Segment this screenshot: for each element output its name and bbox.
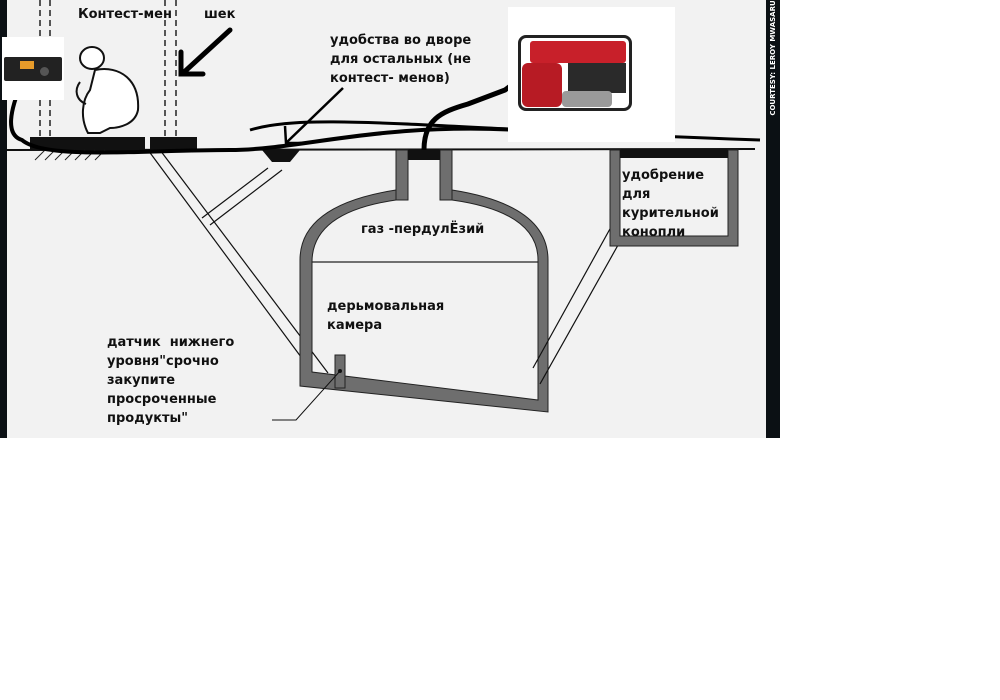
booth-floor (30, 137, 145, 149)
label-outdoor-toilet: удобства во дворе для остальных (не конт… (330, 33, 472, 86)
sensor-pointer (272, 370, 341, 421)
label-chamber: дерьмовальная камера (327, 299, 445, 333)
left-border (0, 0, 7, 438)
squatting-man-icon (75, 46, 140, 134)
credit-strip: COURTESY: LEROY MWASARU (766, 0, 780, 438)
label-gas: газ -пердулЁзий (361, 222, 485, 237)
overflow-pipe (532, 217, 623, 385)
booth-floor-right (150, 137, 197, 149)
shek-arrow (178, 27, 233, 77)
label-shek: шек (204, 7, 236, 22)
booth-walls (39, 0, 177, 138)
label-fertilizer: удобрение для курительной конопли (622, 168, 719, 240)
radio-transceiver-icon (2, 37, 64, 100)
ground-line (6, 148, 756, 151)
diagram-drawing (0, 0, 761, 438)
toilet-arrow (283, 87, 344, 145)
tank-neck-right (439, 149, 453, 201)
label-contest-man: Контест-мен (78, 7, 172, 22)
generator-exhaust-cable (421, 73, 527, 151)
power-generator-icon (508, 7, 675, 142)
tank-neck-cap (408, 150, 440, 160)
label-sensor: датчик нижнего уровня"срочно закупите пр… (107, 335, 235, 426)
outdoor-toilet-hole (262, 150, 300, 162)
tank-neck-left (395, 149, 409, 201)
septic-diagram: Контест-мен шек удобства во дворе для ос… (0, 0, 780, 438)
fertilizer-box-lid (620, 150, 728, 158)
credit-text: COURTESY: LEROY MWASARU (769, 0, 777, 116)
digester-tank-wall (299, 189, 549, 413)
